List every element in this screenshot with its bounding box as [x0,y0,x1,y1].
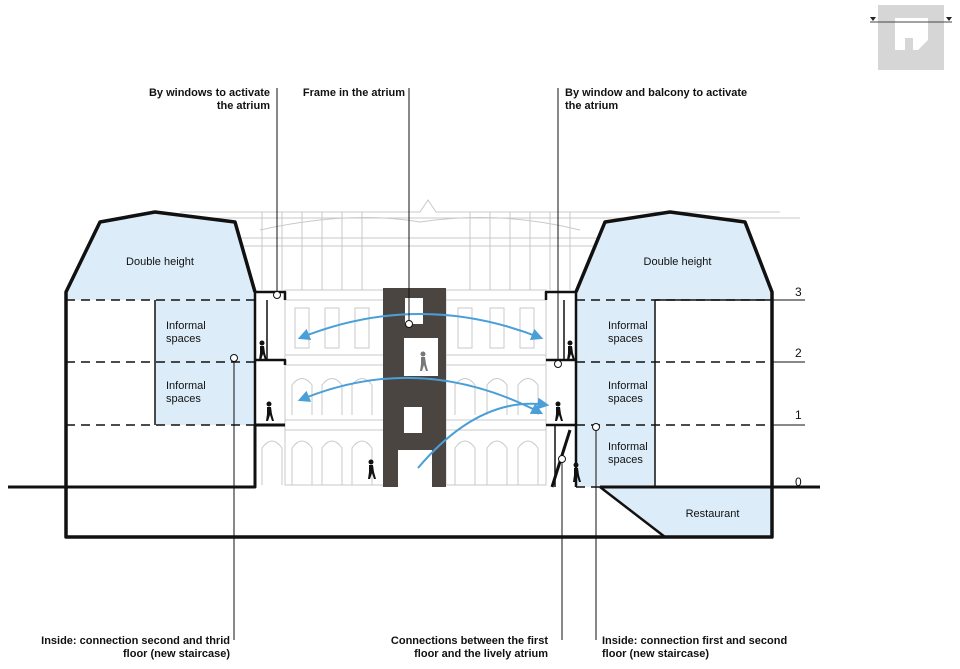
annotation-line: floor (new staircase) [123,648,230,660]
floor-label-2: 2 [795,346,802,360]
key-plan-icon [870,5,952,70]
floor-label-0: 0 [795,475,802,489]
floor-label-3: 3 [795,285,802,299]
right-wing-outline [574,210,774,539]
annotation-connections-first-floor: Connections between the first floor and … [358,635,548,661]
space-informal-left-lower: Informal spaces [166,380,206,405]
arrow-top [297,313,544,341]
annotation-line: Frame in the atrium [302,87,405,99]
annotation-staircase-first-second: Inside: connection first and second floo… [602,635,822,661]
space-informal-right-lower: Informal spaces [608,441,648,466]
space-double-height-left: Double height [126,256,194,268]
person-5 [567,340,575,360]
annotation-staircase-second-third: Inside: connection second and thrid floo… [10,635,230,661]
leader-dots [230,291,600,463]
atrium-facade [261,289,547,486]
annotation-line: the atrium [565,100,619,112]
person-2 [266,401,274,421]
person-7 [573,462,581,482]
person-3 [368,459,376,479]
person-4 [420,351,428,371]
restaurant-fill [600,487,772,537]
floor-lines [66,299,772,488]
roof-trusses [261,212,571,290]
annotation-line: the atrium [216,100,270,112]
annotation-frame-in-atrium: Frame in the atrium [280,87,405,100]
annotation-window-balcony-activate: By window and balcony to activate the at… [565,87,765,113]
double-height-left-fill [66,212,255,300]
person-6 [555,401,563,421]
annotation-line: floor (new staircase) [602,648,709,660]
arrow-middle [297,376,544,415]
space-double-height-right: Double height [643,256,712,268]
annotation-line: Inside: connection second and thrid [41,635,230,647]
annotation-line: Connections between the first [390,635,548,647]
person-1 [259,340,267,360]
restaurant-slope [599,486,666,538]
double-height-right-fill [576,212,772,300]
space-informal-left-upper: Informal spaces [166,320,206,345]
arrow-bottom [417,397,550,469]
left-wing-outline [64,210,665,539]
floor-label-1: 1 [795,408,802,422]
space-informal-right-middle: Informal spaces [608,380,648,405]
annotation-line: By windows to activate [148,87,270,99]
annotation-line: floor and the lively atrium [414,648,548,660]
space-restaurant: Restaurant [685,508,740,520]
space-informal-right-upper: Informal spaces [608,320,648,345]
annotation-line: By window and balcony to activate [565,87,748,99]
annotation-line: Inside: connection first and second [602,635,788,647]
atrium-frame [383,288,446,487]
ground-line [8,423,285,489]
people [259,340,581,482]
connection-arrows [297,313,550,469]
leader-lines [233,88,597,640]
floor-level-ticks [772,299,805,426]
annotation-windows-activate-atrium: By windows to activate the atrium [120,87,270,113]
